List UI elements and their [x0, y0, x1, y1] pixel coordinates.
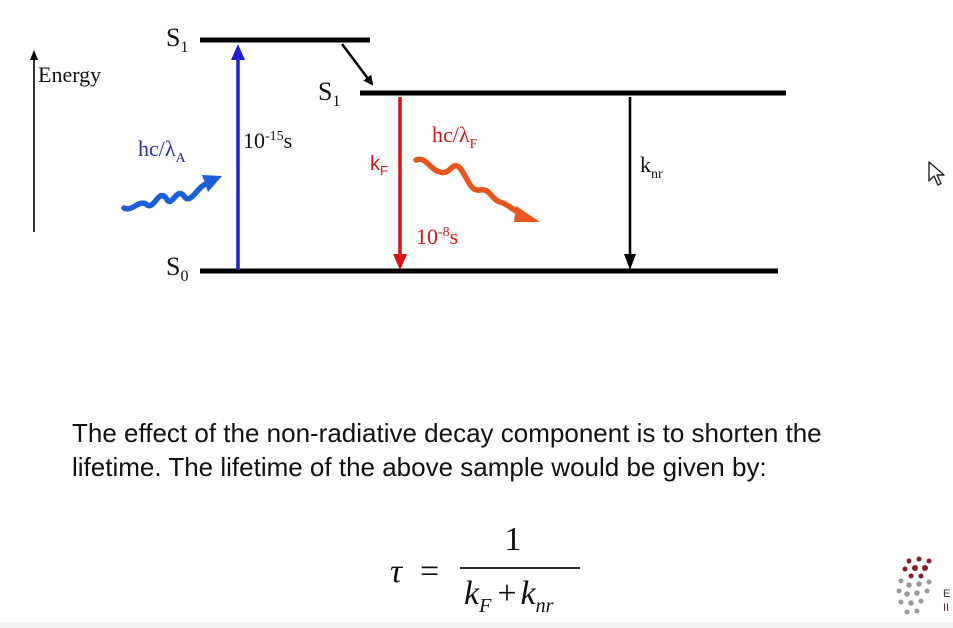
fluorescence-time-label: 10-8s: [416, 224, 458, 249]
lifetime-formula: τ = 1 kF+knr: [390, 521, 580, 617]
fluorescence-arrow: [393, 97, 407, 270]
nonradiative-arrow: [624, 97, 636, 270]
institution-logo-icon: E II: [896, 556, 950, 615]
label-s1-lower: S1: [318, 77, 340, 110]
nonradiative-rate-label: knr: [640, 152, 663, 182]
label-s1-upper: S1: [166, 23, 188, 56]
fluorescence-rate-label: kF: [370, 153, 388, 178]
caption-line-2: lifetime. The lifetime of the above samp…: [72, 452, 767, 482]
energy-axis-label: Energy: [38, 62, 101, 87]
formula-equals: =: [420, 553, 439, 590]
absorbed-photon-wave-icon: [121, 175, 222, 212]
absorption-time-label: 10-15s: [243, 128, 292, 153]
emitted-photon-label: hc/λF: [432, 122, 478, 152]
mouse-cursor-icon: [928, 161, 945, 186]
label-s0: S0: [166, 252, 188, 285]
emitted-photon-wave-icon: [413, 156, 540, 222]
logo-text-line-1: E: [943, 588, 950, 600]
formula-numerator: 1: [505, 521, 522, 558]
absorption-arrow: [231, 44, 245, 270]
caption-text: The effect of the non-radiative decay co…: [72, 416, 942, 484]
bottom-strip: [0, 622, 953, 628]
relaxation-arrow: [341, 43, 374, 86]
caption-line-1: The effect of the non-radiative decay co…: [72, 418, 822, 448]
logo-text-line-2: II: [943, 602, 949, 614]
formula-denominator: kF+knr: [464, 575, 554, 617]
energy-axis: [30, 50, 38, 232]
absorbed-photon-label: hc/λA: [138, 136, 187, 166]
jablonski-diagram: Energy S1 S1 S0 10-15s hc/λA kF 10-8s: [30, 23, 786, 285]
formula-tau: τ: [390, 553, 404, 590]
